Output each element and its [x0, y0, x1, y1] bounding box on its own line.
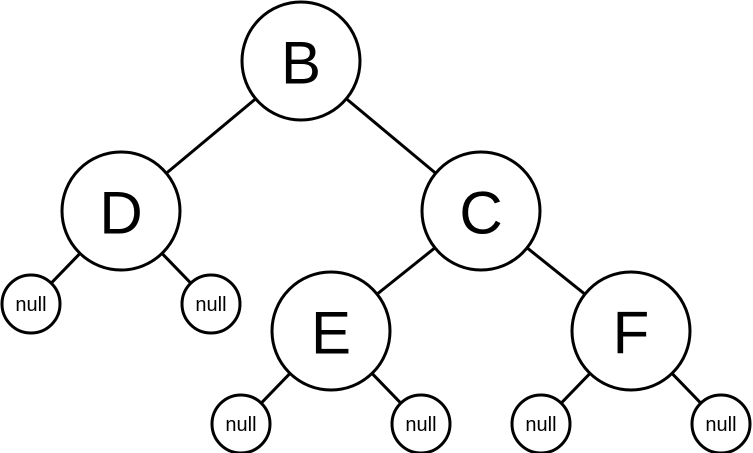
- node-circle: [690, 393, 752, 453]
- node-circle: [60, 150, 182, 272]
- tree-node-d: D: [60, 150, 182, 272]
- tree-edges: [50, 97, 702, 405]
- node-circle: [420, 150, 542, 272]
- node-label: null: [705, 414, 736, 436]
- edge-E-to-E_right: [370, 372, 402, 405]
- edge-D-to-D_left: [50, 252, 82, 285]
- node-label: null: [195, 294, 226, 316]
- null-node-f-right: null: [690, 393, 752, 453]
- node-label: null: [225, 414, 256, 436]
- node-circle: [570, 270, 692, 392]
- node-label: B: [281, 30, 321, 97]
- edge-D-to-D_right: [160, 252, 192, 285]
- edge-C-to-E: [376, 246, 436, 296]
- node-label: C: [459, 180, 502, 247]
- tree-node-f: F: [570, 270, 692, 392]
- edge-C-to-F: [526, 246, 586, 296]
- node-label: D: [99, 180, 142, 247]
- null-node-e-right: null: [390, 393, 452, 453]
- node-circle: [0, 273, 62, 335]
- tree-node-b: B: [240, 0, 362, 122]
- null-node-d-left: null: [0, 273, 62, 335]
- node-circle: [240, 0, 362, 122]
- edge-F-to-F_left: [560, 372, 592, 405]
- node-circle: [270, 270, 392, 392]
- null-node-f-left: null: [510, 393, 572, 453]
- node-label: F: [613, 300, 650, 367]
- edge-E-to-E_left: [260, 372, 292, 405]
- node-label: null: [405, 414, 436, 436]
- node-circle: [390, 393, 452, 453]
- null-node-d-right: null: [180, 273, 242, 335]
- node-circle: [210, 393, 272, 453]
- null-node-e-left: null: [210, 393, 272, 453]
- edge-B-to-C: [345, 97, 437, 175]
- node-label: E: [311, 300, 351, 367]
- edge-B-to-D: [165, 97, 257, 175]
- tree-node-c: C: [420, 150, 542, 272]
- node-label: null: [15, 294, 46, 316]
- node-label: null: [525, 414, 556, 436]
- node-circle: [510, 393, 572, 453]
- tree-node-e: E: [270, 270, 392, 392]
- edge-F-to-F_right: [670, 372, 702, 405]
- node-circle: [180, 273, 242, 335]
